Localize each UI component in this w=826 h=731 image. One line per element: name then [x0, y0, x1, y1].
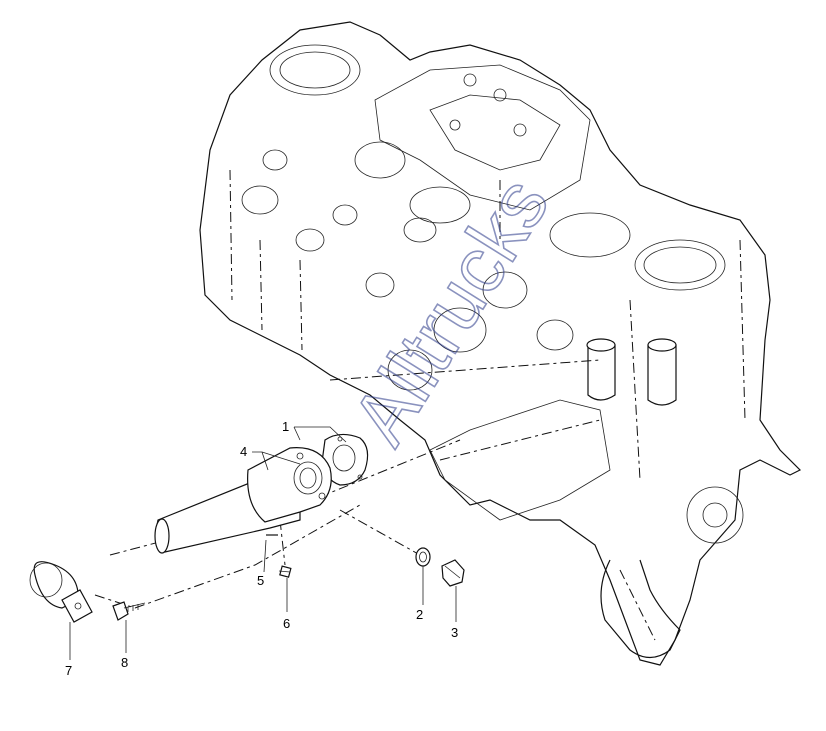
watermark-text: Alltrucks — [335, 162, 566, 459]
callout-3: 3 — [451, 625, 458, 640]
callout-2: 2 — [416, 607, 423, 622]
part-2-washer — [415, 547, 431, 567]
part-7-clamp — [29, 561, 93, 623]
callout-6: 6 — [283, 616, 290, 631]
part-3-screw-plug — [441, 559, 465, 587]
watermark: Alltrucks — [334, 162, 566, 460]
callout-4: 4 — [240, 444, 247, 459]
callout-5: 5 — [257, 573, 264, 588]
part-8-bolt — [112, 601, 146, 621]
callout-8: 8 — [121, 655, 128, 670]
part-6-plug — [278, 565, 292, 578]
callouts: 1 4 5 6 2 3 7 8 — [65, 419, 458, 678]
callout-1: 1 — [282, 419, 289, 434]
callout-7: 7 — [65, 663, 72, 678]
engine-block — [199, 21, 802, 666]
part-4-outlet-pipe — [154, 447, 332, 554]
